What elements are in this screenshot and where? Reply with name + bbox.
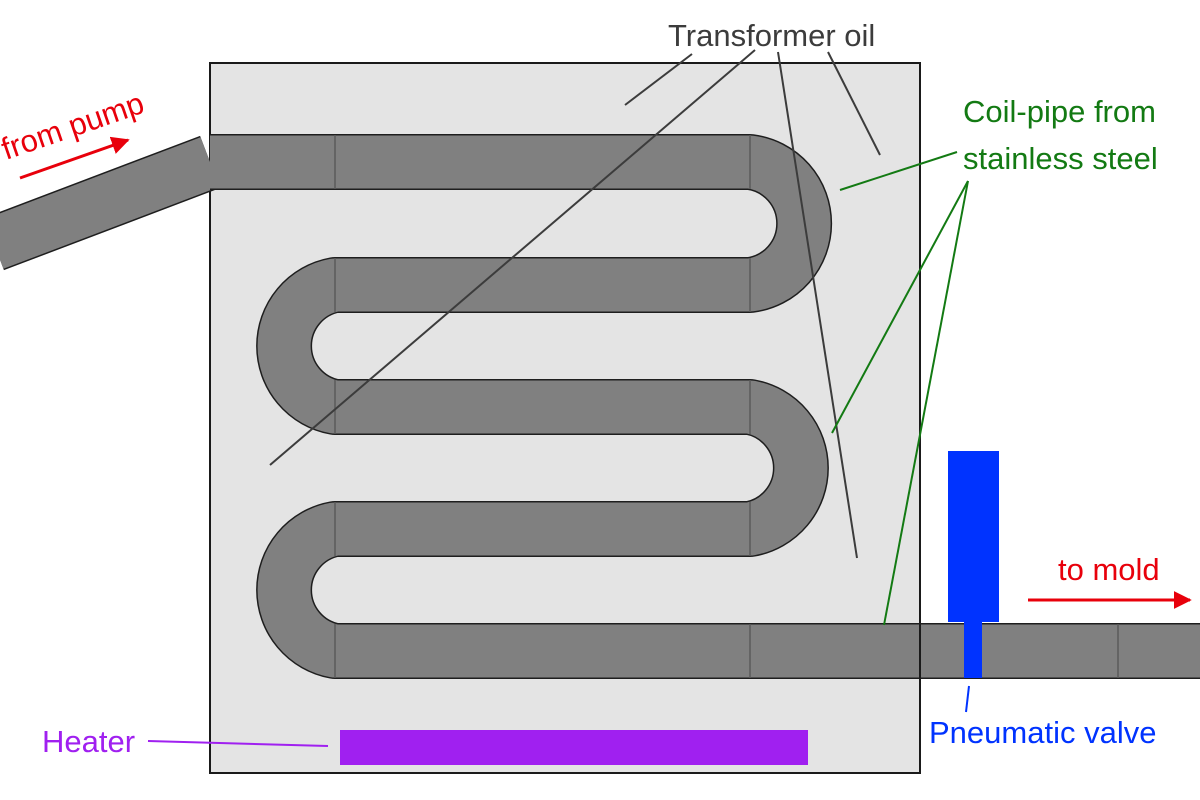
pneumatic-valve xyxy=(948,451,999,678)
heater-leader xyxy=(147,740,329,747)
from-pump-label: from pump xyxy=(0,85,148,166)
to-mold-label: to mold xyxy=(1058,552,1160,587)
coil-pipe-leaders xyxy=(831,151,969,626)
coil-pipe xyxy=(210,134,1200,679)
coil-pipe-label-line1: Coil-pipe from xyxy=(963,94,1156,129)
from-pump-arrow xyxy=(19,136,130,180)
heater xyxy=(340,730,808,765)
valve-leader xyxy=(965,685,970,713)
heater-label: Heater xyxy=(42,724,135,759)
transformer-oil-leaders xyxy=(269,49,881,559)
transformer-oil-label: Transformer oil xyxy=(668,18,875,53)
pipe-seams xyxy=(334,135,1119,678)
inlet-pipe xyxy=(0,135,220,271)
pneumatic-valve-label: Pneumatic valve xyxy=(929,715,1156,750)
coil-pipe-label-line2: stainless steel xyxy=(963,141,1158,176)
